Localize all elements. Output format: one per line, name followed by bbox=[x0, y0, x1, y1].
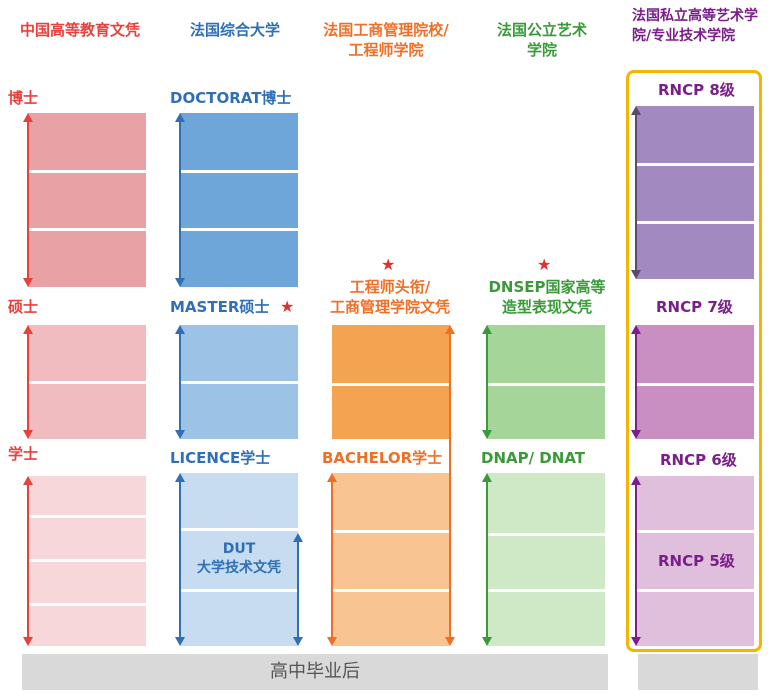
star-icon: ★ bbox=[537, 255, 552, 274]
star-icon: ★ bbox=[280, 297, 295, 316]
divider bbox=[28, 515, 146, 518]
label-rncp5: RNCP 5级 bbox=[658, 552, 735, 570]
arrow-rncp6-5 bbox=[631, 476, 641, 646]
arrow-bachelor-fr bbox=[327, 473, 337, 646]
arrow-master-cn bbox=[23, 325, 33, 439]
divider bbox=[487, 589, 605, 592]
divider bbox=[332, 589, 450, 592]
arrow-rncp7 bbox=[631, 325, 641, 439]
block-rncp6-5 bbox=[636, 476, 754, 646]
star-icon: ★ bbox=[381, 255, 396, 274]
divider bbox=[636, 383, 754, 386]
divider bbox=[332, 530, 450, 533]
divider bbox=[332, 383, 450, 386]
divider bbox=[180, 528, 298, 531]
base-bar-high-school: 高中毕业后 bbox=[22, 654, 608, 690]
divider bbox=[28, 603, 146, 606]
arrow-bachelor-cn bbox=[23, 476, 33, 646]
block-bachelor-fr bbox=[332, 473, 450, 646]
block-doctor-cn bbox=[28, 113, 146, 287]
block-doctorat bbox=[180, 113, 298, 287]
block-rncp8 bbox=[636, 106, 754, 279]
dut-label: DUT 大学技术文凭 bbox=[183, 540, 295, 578]
arrow-doctorat bbox=[175, 113, 185, 287]
block-licence bbox=[180, 473, 298, 646]
header-university: 法国综合大学 bbox=[189, 21, 280, 39]
label-doctorat: DOCTORAT博士 bbox=[170, 89, 292, 107]
arrow-dut bbox=[293, 533, 303, 646]
divider bbox=[636, 589, 754, 592]
label-master-fr: MASTER硕士 bbox=[170, 298, 270, 316]
divider bbox=[28, 170, 146, 173]
label-rncp7: RNCP 7级 bbox=[656, 298, 733, 316]
divider bbox=[180, 589, 298, 592]
highlight-frame bbox=[626, 70, 762, 652]
label-rncp6: RNCP 6级 bbox=[660, 451, 737, 469]
divider bbox=[636, 163, 754, 166]
dut-label-line2: 大学技术文凭 bbox=[197, 560, 281, 576]
label-engineer-title: 工程师头衔/ 工商管理学院文凭 bbox=[316, 277, 464, 317]
divider bbox=[487, 383, 605, 386]
label-bachelor-fr: BACHELOR学士 bbox=[322, 449, 443, 467]
block-dnsep bbox=[487, 325, 605, 439]
label-bachelor-cn: 学士 bbox=[8, 445, 39, 463]
dut-label-line1: DUT bbox=[222, 541, 256, 557]
arrow-master-fr bbox=[175, 325, 185, 439]
label-dnsep: DNSEP国家高等 造型表现文凭 bbox=[478, 277, 616, 317]
arrow-licence bbox=[175, 473, 185, 646]
divider bbox=[180, 170, 298, 173]
label-dnap: DNAP/ DNAT bbox=[481, 449, 585, 467]
label-master-cn: 硕士 bbox=[8, 298, 39, 316]
divider bbox=[636, 530, 754, 533]
divider bbox=[28, 228, 146, 231]
label-dnsep-line1: DNSEP国家高等 bbox=[488, 278, 606, 296]
divider bbox=[28, 559, 146, 562]
base-bar-private bbox=[638, 654, 758, 690]
header-business-engineering: 法国工商管理院校/工程师学院 bbox=[323, 21, 449, 59]
divider bbox=[180, 228, 298, 231]
block-engineer bbox=[332, 325, 450, 439]
arrow-engineer-full bbox=[445, 325, 455, 646]
divider bbox=[180, 381, 298, 384]
divider bbox=[28, 381, 146, 384]
label-dnsep-line2: 造型表现文凭 bbox=[501, 298, 592, 316]
divider bbox=[636, 221, 754, 224]
header-china: 中国高等教育文凭 bbox=[19, 21, 140, 39]
block-rncp7 bbox=[636, 325, 754, 439]
label-rncp8: RNCP 8级 bbox=[658, 81, 735, 99]
base-bar-label: 高中毕业后 bbox=[270, 661, 360, 682]
label-engineer-title-line2: 工商管理学院文凭 bbox=[329, 298, 450, 316]
arrow-rncp8 bbox=[631, 106, 641, 279]
arrow-dnap bbox=[482, 473, 492, 646]
header-private-art: 法国私立高等艺术学院/专业技术学院 bbox=[632, 8, 758, 44]
block-dnap bbox=[487, 473, 605, 646]
arrow-dnsep bbox=[482, 325, 492, 439]
label-engineer-title-line1: 工程师头衔/ bbox=[349, 278, 431, 296]
header-public-art: 法国公立艺术学院 bbox=[496, 21, 587, 59]
label-doctor-cn: 博士 bbox=[8, 89, 39, 107]
arrow-doctor-cn bbox=[23, 113, 33, 287]
label-licence: LICENCE学士 bbox=[170, 449, 271, 467]
divider bbox=[487, 533, 605, 536]
